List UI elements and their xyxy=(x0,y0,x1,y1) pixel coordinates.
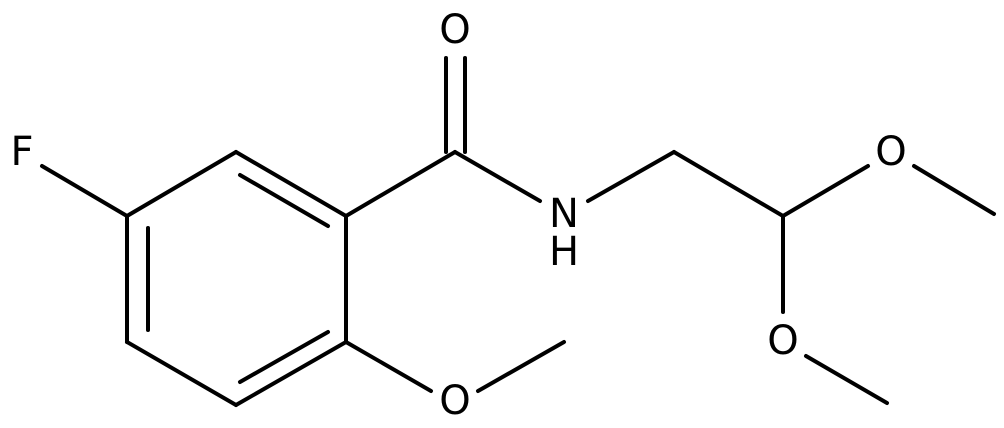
bond-c6-fluorine xyxy=(40,164,129,218)
amide-nitrogen-label: N xyxy=(549,191,579,237)
ring-bond-c3-c4 xyxy=(234,340,348,407)
ring-bond-c6-c1 xyxy=(125,150,238,218)
bond-c3-aryl-methoxy-oxygen xyxy=(344,340,433,393)
ring-bond-c1-c2 xyxy=(234,150,348,218)
bond-acetal-carbon-upper-oxygen xyxy=(781,164,870,218)
ring-bond-c3-c4-inner xyxy=(238,330,330,384)
bond-carbonyl-nitrogen xyxy=(453,150,542,203)
acetal-upper-oxygen-label: O xyxy=(875,129,906,175)
bond-methylene-acetal-carbon xyxy=(672,150,785,218)
bond-aryl-oxygen-methyl xyxy=(476,340,566,393)
ring-bond-c4-c5 xyxy=(125,340,238,407)
amide-hydrogen-label: H xyxy=(549,229,579,275)
bond-upper-oxygen-methyl xyxy=(912,164,996,216)
fluorine-atom-label: F xyxy=(10,129,33,175)
ring-bond-c1-c2-inner xyxy=(238,173,330,228)
bond-lower-oxygen-methyl xyxy=(804,354,889,405)
benzene-ring xyxy=(125,150,348,407)
bond-c2-carbonyl-carbon xyxy=(344,150,457,218)
acetal-lower-oxygen-label: O xyxy=(767,318,798,364)
carbonyl-oxygen-label: O xyxy=(439,7,470,53)
bond-nitrogen-methylene xyxy=(586,150,676,203)
aryl-methoxy-oxygen-label: O xyxy=(439,378,470,424)
